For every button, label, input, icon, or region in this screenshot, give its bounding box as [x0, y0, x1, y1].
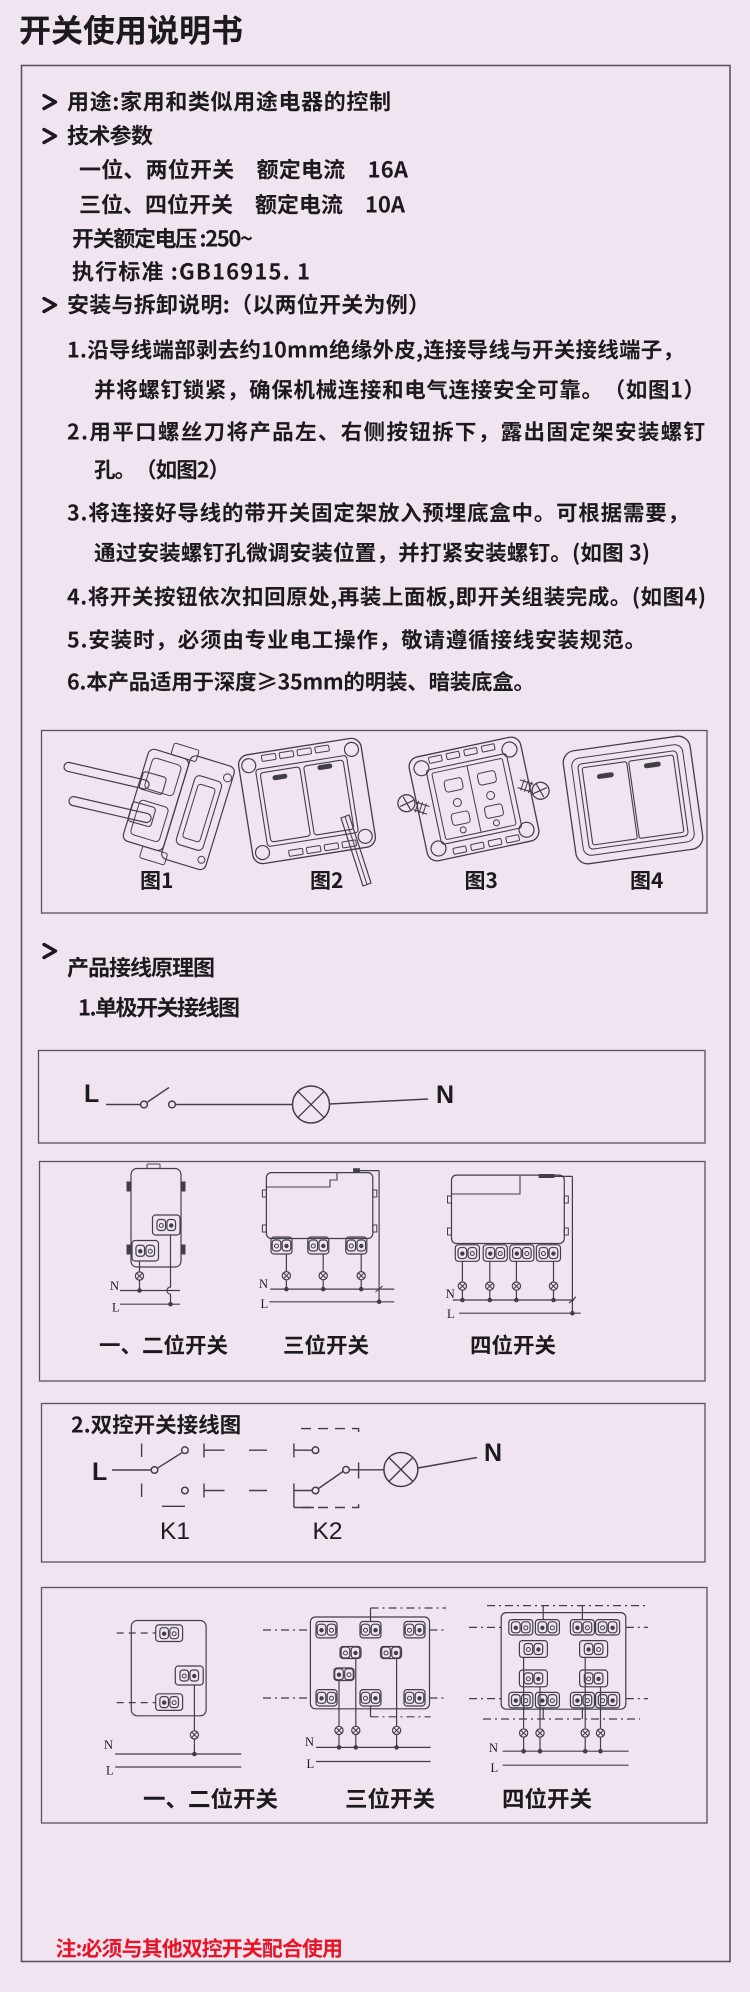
svg-text:N: N [436, 1081, 454, 1109]
svg-text:L: L [84, 1080, 99, 1108]
svg-text:L: L [106, 1764, 114, 1778]
svg-text:L: L [92, 1458, 107, 1486]
svg-text:N: N [305, 1735, 314, 1749]
svg-text:L: L [491, 1761, 499, 1775]
svg-text:N: N [446, 1287, 455, 1301]
svg-text:K2: K2 [313, 1518, 343, 1545]
svg-text:L: L [112, 1301, 120, 1315]
svg-text:L: L [447, 1307, 455, 1321]
svg-text:L: L [307, 1757, 315, 1771]
svg-text:N: N [104, 1738, 113, 1752]
svg-text:N: N [110, 1279, 119, 1293]
svg-text:N: N [484, 1439, 502, 1467]
svg-text:N: N [489, 1741, 498, 1755]
svg-text:N: N [259, 1277, 268, 1291]
svg-text:L: L [261, 1297, 269, 1311]
svg-text:K1: K1 [160, 1518, 190, 1545]
